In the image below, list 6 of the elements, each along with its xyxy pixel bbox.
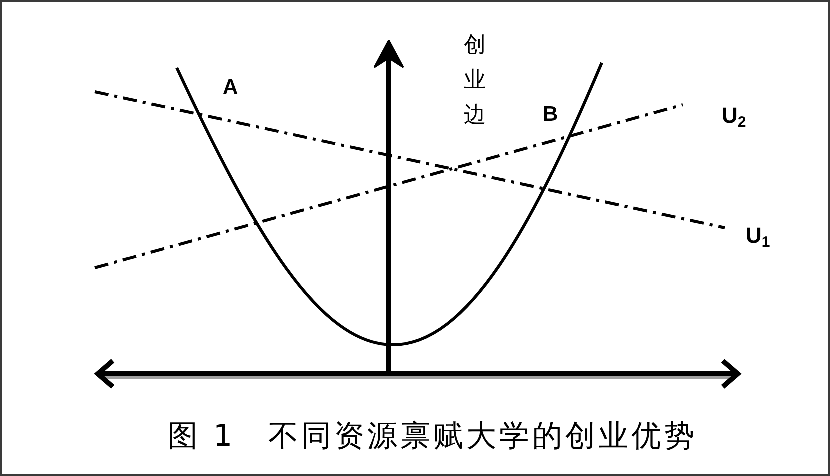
figure-caption: 图 1 不同资源禀赋大学的创业优势 [168, 422, 698, 452]
line-label: U$_{2}$ [722, 105, 746, 127]
axis-label: 创业边 [464, 32, 486, 130]
point-label: A [223, 77, 238, 98]
point-label: B [543, 104, 558, 125]
line-label: U$_{1}$ [746, 225, 770, 247]
